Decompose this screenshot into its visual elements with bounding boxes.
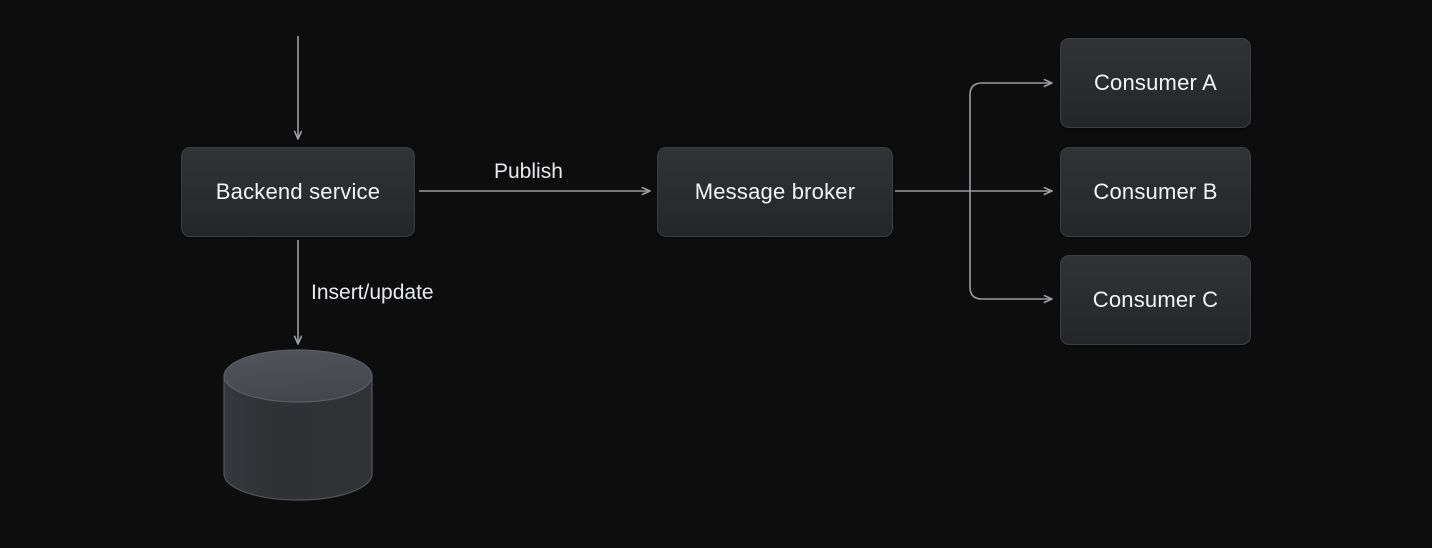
edge-label-insert-update: Insert/update [311, 281, 434, 304]
node-consumer-a-label: Consumer A [1093, 70, 1218, 95]
node-message-broker[interactable]: Message broker [657, 147, 893, 237]
database-cylinder [223, 349, 373, 501]
edge-label-publish: Publish [494, 160, 563, 183]
node-backend-service[interactable]: Backend service [181, 147, 415, 237]
node-consumer-c[interactable]: Consumer C [1060, 255, 1251, 345]
edge-broker-to-consumer-c [969, 191, 1052, 299]
node-backend-service-label: Backend service [215, 179, 381, 204]
node-consumer-c-label: Consumer C [1092, 287, 1219, 312]
edge-broker-to-consumer-a [969, 83, 1052, 191]
node-message-broker-label: Message broker [694, 179, 856, 204]
node-consumer-b[interactable]: Consumer B [1060, 147, 1251, 237]
node-consumer-a[interactable]: Consumer A [1060, 38, 1251, 128]
node-consumer-b-label: Consumer B [1093, 179, 1218, 204]
